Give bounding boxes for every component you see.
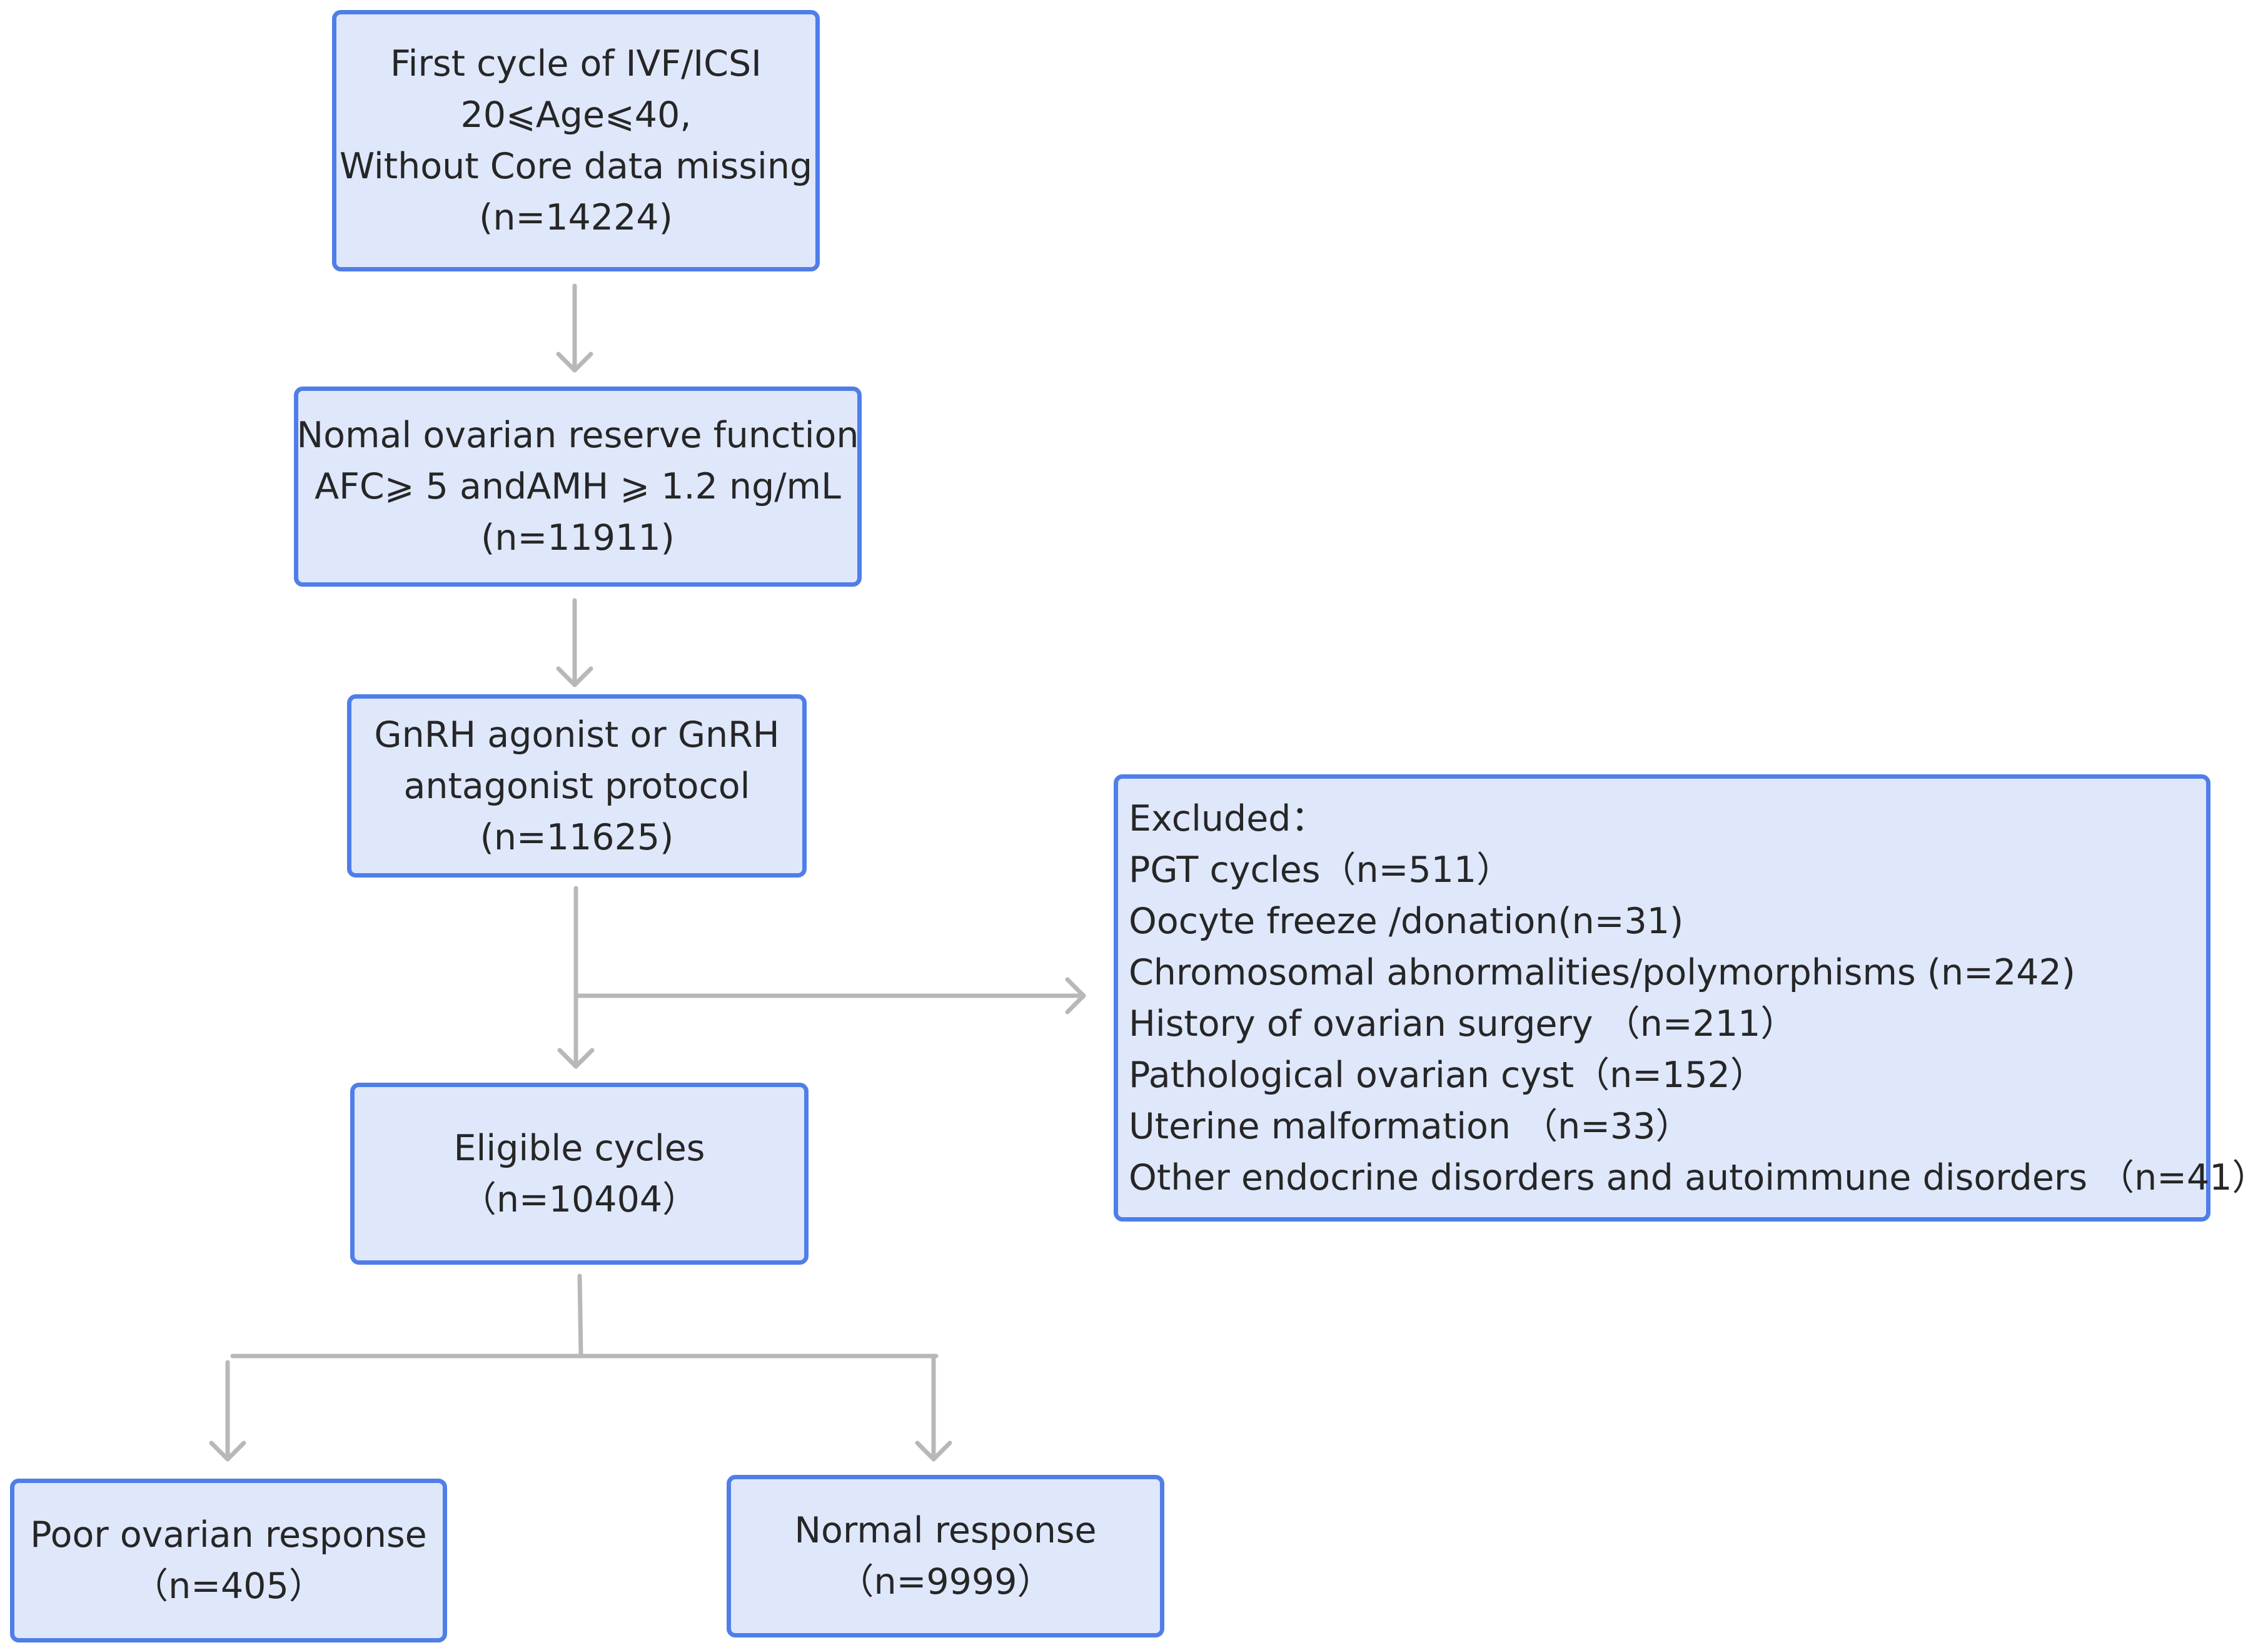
flowchart-canvas: First cycle of IVF/ICSI 20⩽Age⩽40, Witho…	[10, 10, 2268, 1642]
box-line: GnRH agonist or GnRH	[374, 714, 780, 756]
exclusion-box: Excluded： PGT cycles（n=511） Oocyte freez…	[1114, 774, 2268, 1222]
exclusion-line: Other endocrine disorders and autoimmune…	[1129, 1157, 2268, 1198]
exclusion-line: Uterine malformation （n=33）	[1129, 1105, 1691, 1147]
box-line: Normal response	[794, 1510, 1097, 1551]
poor-ovarian-response-box: Poor ovarian response （n=405）	[10, 1479, 447, 1642]
inclusion-box-first-cycle: First cycle of IVF/ICSI 20⩽Age⩽40, Witho…	[332, 10, 820, 271]
arrow-box1-to-box2	[556, 283, 593, 373]
split-connector	[230, 1273, 939, 1359]
box-line: (n=14224)	[479, 197, 673, 238]
box-line: AFC⩾ 5 andAMH ⩾ 1.2 ng/mL	[315, 466, 841, 507]
arrow-box2-to-box3	[556, 598, 593, 687]
box-line: Poor ovarian response	[30, 1514, 427, 1556]
normal-response-box: Normal response （n=9999）	[727, 1475, 1164, 1637]
exclusion-line: Oocyte freeze /donation(n=31)	[1129, 900, 1684, 942]
box-line: (n=11911)	[481, 517, 675, 559]
exclusion-line: Pathological ovarian cyst（n=152）	[1129, 1054, 1766, 1096]
eligible-cycles-box: Eligible cycles （n=10404）	[350, 1083, 809, 1265]
arrow-box3-to-box4	[557, 886, 595, 1069]
exclusion-line: Chromosomal abnormalities/polymorphisms …	[1129, 951, 2075, 993]
box-line: Eligible cycles	[453, 1127, 705, 1169]
inclusion-box-protocol: GnRH agonist or GnRH antagonist protocol…	[347, 694, 807, 878]
box-line: (n=11625)	[480, 816, 674, 858]
box-line: Without Core data missing	[339, 146, 813, 187]
connector-layer	[209, 283, 1086, 1462]
box-line: Nomal ovarian reserve function	[296, 415, 859, 456]
arrow-to-excluded	[573, 977, 1086, 1015]
arrow-to-normal-response	[915, 1354, 952, 1462]
box-line: First cycle of IVF/ICSI	[390, 43, 762, 84]
box-line: antagonist protocol	[403, 765, 750, 807]
exclusion-line: PGT cycles（n=511）	[1129, 849, 1513, 891]
exclusion-line: History of ovarian surgery （n=211）	[1129, 1003, 1797, 1045]
box-line: （n=405）	[133, 1566, 325, 1607]
box-line: 20⩽Age⩽40,	[460, 94, 692, 136]
box-line: （n=9999）	[838, 1561, 1053, 1602]
arrow-to-poor-response	[209, 1360, 246, 1462]
box-line: （n=10404）	[460, 1178, 698, 1220]
inclusion-box-ovarian-reserve: Nomal ovarian reserve function AFC⩾ 5 an…	[294, 387, 862, 587]
exclusion-line: Excluded：	[1129, 797, 1327, 839]
